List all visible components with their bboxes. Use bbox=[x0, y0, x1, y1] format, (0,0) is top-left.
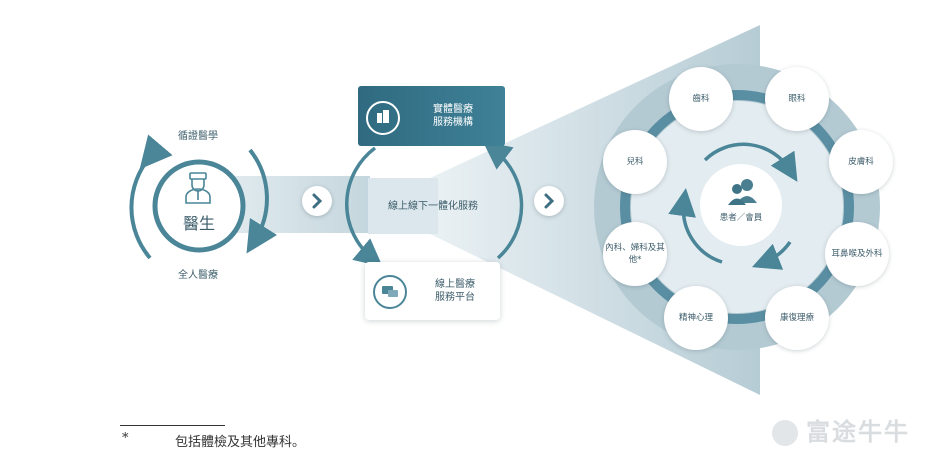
watermark: 富途牛牛 bbox=[770, 412, 910, 448]
chevron-right-icon bbox=[534, 186, 564, 216]
specialty-node: 齒科 bbox=[669, 67, 733, 131]
doctor-arc-right bbox=[246, 148, 278, 254]
patient-center-label: 患者／會員 bbox=[719, 213, 763, 223]
integration-label: 線上線下一體化服務 bbox=[388, 201, 478, 212]
footnote-rule bbox=[120, 425, 225, 426]
watermark-text: 富途牛牛 bbox=[806, 418, 910, 446]
doctor-top-label: 循證醫學 bbox=[178, 131, 218, 142]
doctor-circle bbox=[152, 159, 246, 253]
specialty-node: 皮膚科 bbox=[829, 130, 893, 194]
offline-service-box: 實體醫療 服務機構 bbox=[358, 86, 505, 146]
offline-box-line2: 服務機構 bbox=[433, 117, 473, 128]
doctor-center-label: 醫生 bbox=[182, 214, 215, 233]
chevron-right-icon bbox=[302, 186, 332, 216]
cycle-arrow-right bbox=[751, 240, 792, 270]
integration-arc-left bbox=[345, 146, 383, 267]
doctor-bottom-label: 全人醫療 bbox=[178, 270, 218, 281]
specialty-node: 兒科 bbox=[603, 130, 667, 194]
online-service-box: 線上醫療 服務平台 bbox=[365, 262, 500, 320]
cycle-arrow-left bbox=[668, 188, 723, 264]
hospital-building-icon bbox=[366, 101, 400, 135]
footnote-text: 包括體檢及其他專科。 bbox=[175, 435, 306, 450]
offline-box-line1: 實體醫療 bbox=[433, 104, 473, 115]
specialty-node: 精神心理 bbox=[664, 286, 728, 350]
footnote-mark: * bbox=[122, 431, 129, 446]
doctor-arc-left bbox=[129, 134, 173, 260]
integration-arc-right bbox=[482, 141, 524, 260]
online-box-line2: 服務平台 bbox=[435, 292, 475, 303]
patients-icon bbox=[728, 179, 757, 205]
specialty-node: 內科、婦科及其他* bbox=[603, 222, 667, 286]
cycle-arrow-top bbox=[703, 142, 798, 182]
doctor-icon bbox=[185, 172, 211, 204]
specialty-node: 康復理療 bbox=[765, 286, 829, 350]
specialty-node: 眼科 bbox=[765, 67, 829, 131]
chat-bubbles-icon bbox=[373, 275, 407, 309]
online-box-line1: 線上醫療 bbox=[435, 279, 475, 290]
specialty-node: 耳鼻喉及外科 bbox=[825, 222, 889, 286]
specialty-ring-track bbox=[620, 90, 854, 324]
